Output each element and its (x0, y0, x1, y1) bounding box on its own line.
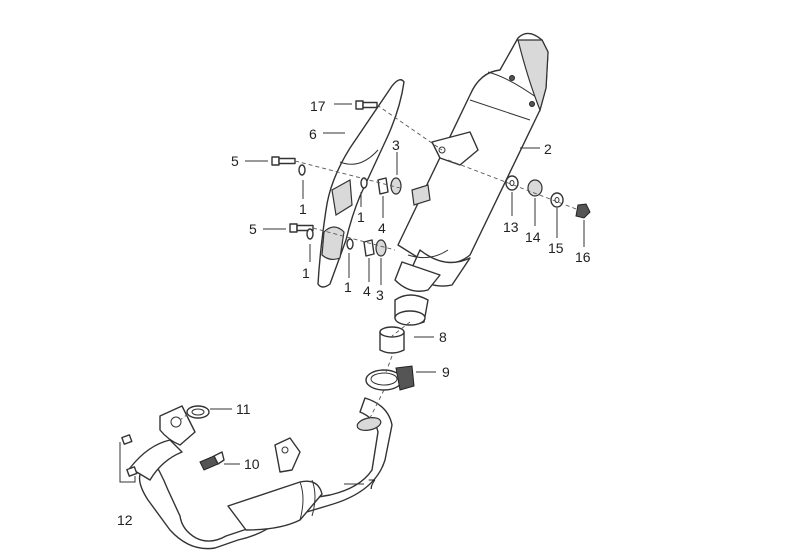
muffler-body (394, 32, 549, 326)
callout-1-a: 1 (299, 201, 307, 217)
callout-4-upper: 4 (378, 220, 386, 236)
callout-1-d: 1 (344, 279, 352, 295)
callout-9: 9 (442, 364, 450, 380)
callout-13: 13 (503, 219, 519, 235)
spacer-4-lower (363, 239, 375, 257)
callout-8: 8 (439, 329, 447, 345)
clamp-9 (365, 365, 415, 391)
callout-5-upper: 5 (231, 153, 239, 169)
spacer-4-upper (377, 177, 389, 195)
callout-1-b: 1 (357, 209, 365, 225)
washer-13 (505, 175, 519, 191)
callout-16: 16 (575, 249, 591, 265)
callout-7: 7 (368, 476, 376, 492)
callout-1-c: 1 (302, 265, 310, 281)
callout-4-lower: 4 (363, 283, 371, 299)
callout-3-upper: 3 (392, 137, 400, 153)
collar-14 (527, 179, 543, 197)
gasket-8 (379, 326, 405, 354)
callout-3-lower: 3 (376, 287, 384, 303)
washer-15 (550, 192, 564, 208)
stud-12-upper (121, 434, 133, 445)
washer-1-a (298, 164, 306, 176)
washer-1-c (306, 228, 314, 240)
callout-10: 10 (244, 456, 260, 472)
bolt-5-upper (271, 156, 296, 166)
oxygen-sensor-10 (199, 451, 225, 471)
callout-14: 14 (525, 229, 541, 245)
leader-lines (119, 103, 585, 485)
stud-12-lower (126, 466, 138, 477)
header-pipe (129, 397, 393, 550)
callout-5-lower: 5 (249, 221, 257, 237)
callout-numbers: 17 6 5 5 1 1 1 1 4 4 3 3 2 13 14 15 16 8… (117, 98, 591, 528)
callout-15: 15 (548, 240, 564, 256)
bolt-17 (355, 100, 378, 110)
callout-11: 11 (236, 401, 251, 417)
nut-16 (575, 203, 591, 219)
callout-6: 6 (309, 126, 317, 142)
callout-17: 17 (310, 98, 326, 114)
assembly-lines (179, 104, 585, 421)
gasket-11 (186, 405, 210, 419)
grommet-3-lower (375, 239, 387, 257)
washer-1-d (346, 238, 354, 250)
callout-12: 12 (117, 512, 133, 528)
callout-2: 2 (544, 141, 552, 157)
washer-1-b (360, 177, 368, 189)
